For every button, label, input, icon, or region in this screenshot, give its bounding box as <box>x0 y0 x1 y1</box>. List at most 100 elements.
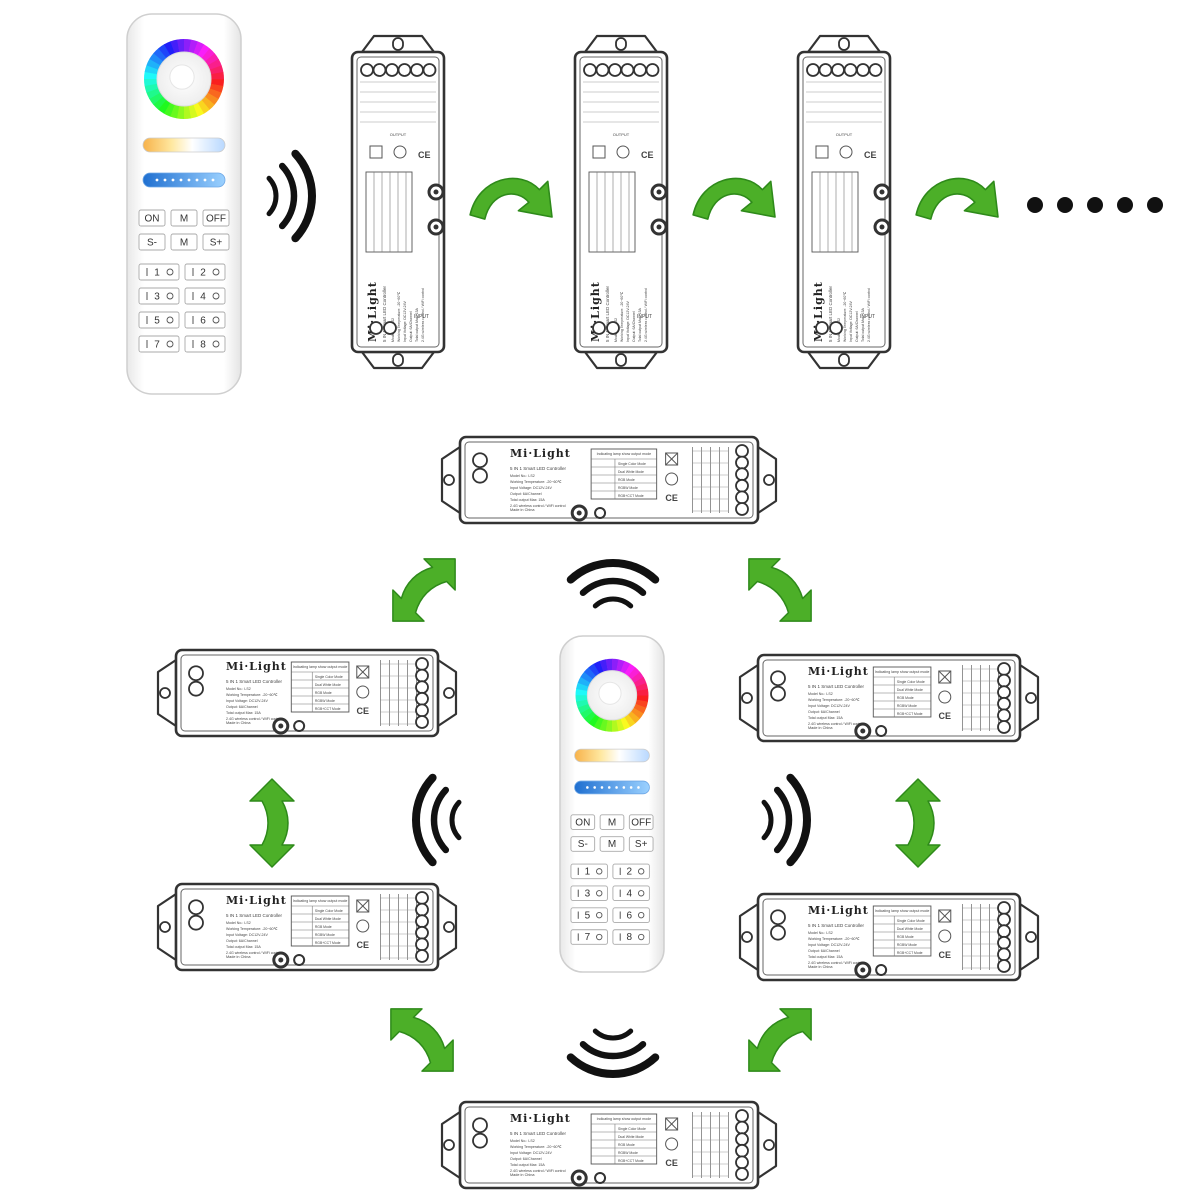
svg-text:2.4G wireless control / WiFi c: 2.4G wireless control / WiFi control <box>226 951 282 955</box>
svg-text:Made in China: Made in China <box>226 721 251 725</box>
svg-text:OFF: OFF <box>206 214 226 225</box>
svg-text:Input Voltage: DC12V-24V: Input Voltage: DC12V-24V <box>626 300 630 342</box>
svg-text:ON: ON <box>145 214 160 225</box>
svg-text:RGB Mode: RGB Mode <box>315 925 332 929</box>
svg-text:5 IN 1 Smart LED Controller: 5 IN 1 Smart LED Controller <box>382 285 387 342</box>
svg-text:CE: CE <box>418 150 431 160</box>
ellipsis-icon <box>1027 197 1163 213</box>
svg-text:CE: CE <box>641 150 654 160</box>
svg-text:Working Temperature: -20~60℃: Working Temperature: -20~60℃ <box>397 291 401 342</box>
svg-text:Model No.: LS2: Model No.: LS2 <box>226 687 251 691</box>
svg-text:2.4G wireless control / WiFi c: 2.4G wireless control / WiFi control <box>867 288 871 342</box>
svg-text:Single Color Mode: Single Color Mode <box>897 919 925 923</box>
svg-text:Model No.: LS2: Model No.: LS2 <box>510 1139 535 1143</box>
svg-text:Dual White Mode: Dual White Mode <box>897 688 923 692</box>
svg-text:RGBW Mode: RGBW Mode <box>618 486 638 490</box>
double-arrow-w <box>249 778 295 868</box>
svg-text:OUTPUT: OUTPUT <box>390 132 407 137</box>
svg-text:2.4G wireless control / WiFi c: 2.4G wireless control / WiFi control <box>510 1169 566 1173</box>
svg-text:S+: S+ <box>210 238 223 249</box>
svg-text:Indicating lamp show output mo: Indicating lamp show output mode <box>293 665 348 669</box>
svg-text:3: 3 <box>585 888 591 899</box>
svg-text:Mi·Light: Mi·Light <box>808 665 869 678</box>
svg-text:1: 1 <box>154 268 160 279</box>
svg-text:S+: S+ <box>635 839 648 850</box>
svg-text:5 IN 1 Smart LED Controller: 5 IN 1 Smart LED Controller <box>605 285 610 342</box>
svg-text:Dual White Mode: Dual White Mode <box>897 927 923 931</box>
svg-text:Single Color Mode: Single Color Mode <box>897 680 925 684</box>
svg-text:2.4G wireless control / WiFi c: 2.4G wireless control / WiFi control <box>421 288 425 342</box>
svg-text:CE: CE <box>939 950 952 960</box>
signal-wave-icon-right <box>761 773 811 867</box>
svg-text:5 IN 1 Smart LED Controller: 5 IN 1 Smart LED Controller <box>828 285 833 342</box>
svg-text:5 IN 1 Smart LED Controller: 5 IN 1 Smart LED Controller <box>226 913 283 918</box>
svg-text:INPUT: INPUT <box>414 314 429 320</box>
svg-text:Output: 6A/Channel: Output: 6A/Channel <box>226 939 258 943</box>
svg-text:Input Voltage: DC12V-24V: Input Voltage: DC12V-24V <box>510 1151 553 1155</box>
svg-text:Output: 6A/Channel: Output: 6A/Channel <box>510 492 542 496</box>
svg-text:Single Color Mode: Single Color Mode <box>618 462 646 466</box>
svg-text:Input Voltage: DC12V-24V: Input Voltage: DC12V-24V <box>808 943 851 947</box>
svg-text:Model No.: LS2: Model No.: LS2 <box>510 474 535 478</box>
svg-text:Total output Max: 15A: Total output Max: 15A <box>510 498 545 502</box>
svg-text:Dual White Mode: Dual White Mode <box>618 1135 644 1139</box>
svg-text:4: 4 <box>627 888 633 899</box>
svg-text:2.4G wireless control / WiFi c: 2.4G wireless control / WiFi control <box>808 961 864 965</box>
svg-text:RGB Mode: RGB Mode <box>618 1143 635 1147</box>
svg-text:2.4G wireless control / WiFi c: 2.4G wireless control / WiFi control <box>226 717 282 721</box>
svg-text:Indicating lamp show output mo: Indicating lamp show output mode <box>597 1117 652 1121</box>
svg-text:Indicating lamp show output mo: Indicating lamp show output mode <box>293 899 348 903</box>
svg-text:CE: CE <box>357 706 370 716</box>
svg-text:INPUT: INPUT <box>637 314 652 320</box>
svg-text:Total output Max: 15A: Total output Max: 15A <box>808 716 843 720</box>
svg-text:RGBW Mode: RGBW Mode <box>315 699 335 703</box>
double-arrow-ne <box>748 558 812 622</box>
signal-wave-icon-down <box>566 1028 660 1078</box>
svg-text:Dual White Mode: Dual White Mode <box>618 470 644 474</box>
svg-text:OUTPUT: OUTPUT <box>613 132 630 137</box>
svg-text:2.4G wireless control / WiFi c: 2.4G wireless control / WiFi control <box>808 722 864 726</box>
svg-text:Made in China: Made in China <box>510 508 535 512</box>
svg-text:Model No.: LS2: Model No.: LS2 <box>808 692 833 696</box>
svg-text:Working Temperature: -20~60℃: Working Temperature: -20~60℃ <box>843 291 847 342</box>
svg-text:Mi·Light: Mi·Light <box>226 894 287 907</box>
svg-text:RGB Mode: RGB Mode <box>897 696 914 700</box>
svg-text:Single Color Mode: Single Color Mode <box>315 909 343 913</box>
svg-text:Output: 6A/Channel: Output: 6A/Channel <box>808 949 840 953</box>
svg-text:S-: S- <box>578 839 588 850</box>
svg-text:M: M <box>180 238 188 249</box>
svg-text:CE: CE <box>665 493 678 503</box>
svg-text:4: 4 <box>200 292 206 303</box>
curved-arrow-icon-3 <box>915 177 999 220</box>
svg-text:Working Temperature: -20~60℃: Working Temperature: -20~60℃ <box>226 927 279 931</box>
svg-text:2: 2 <box>200 268 206 279</box>
svg-text:Made in China: Made in China <box>808 965 833 969</box>
svg-text:Total output Max: 15A: Total output Max: 15A <box>226 945 261 949</box>
svg-text:Input Voltage: DC12V-24V: Input Voltage: DC12V-24V <box>510 486 553 490</box>
svg-text:Dual White Mode: Dual White Mode <box>315 917 341 921</box>
svg-text:6: 6 <box>200 316 206 327</box>
svg-text:2.4G wireless control / WiFi c: 2.4G wireless control / WiFi control <box>510 504 566 508</box>
svg-text:Total output Max: 15A: Total output Max: 15A <box>510 1163 545 1167</box>
svg-text:5: 5 <box>154 316 160 327</box>
svg-text:Working Temperature: -20~60℃: Working Temperature: -20~60℃ <box>620 291 624 342</box>
svg-text:Input Voltage: DC12V-24V: Input Voltage: DC12V-24V <box>849 300 853 342</box>
svg-text:5 IN 1 Smart LED Controller: 5 IN 1 Smart LED Controller <box>808 923 865 928</box>
svg-text:5 IN 1 Smart LED Controller: 5 IN 1 Smart LED Controller <box>808 684 865 689</box>
svg-text:ON: ON <box>575 817 590 828</box>
curved-arrow-icon-2 <box>692 177 776 220</box>
svg-text:M: M <box>180 214 188 225</box>
svg-text:Made in China: Made in China <box>226 955 251 959</box>
svg-text:Made in China: Made in China <box>808 726 833 730</box>
svg-text:5 IN 1 Smart LED Controller: 5 IN 1 Smart LED Controller <box>510 1131 567 1136</box>
svg-text:5 IN 1 Smart LED Controller: 5 IN 1 Smart LED Controller <box>226 679 283 684</box>
svg-text:Output: 6A/Channel: Output: 6A/Channel <box>409 311 413 342</box>
svg-text:2: 2 <box>627 867 633 878</box>
svg-text:INPUT: INPUT <box>860 314 875 320</box>
